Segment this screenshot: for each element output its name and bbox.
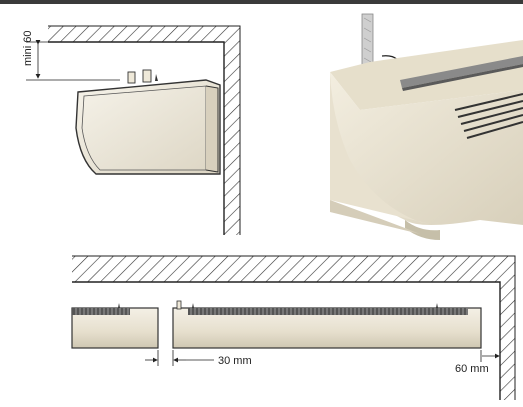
ceiling-hatch xyxy=(48,26,240,42)
wall-hatch-front xyxy=(500,282,515,400)
unit-side xyxy=(75,69,221,175)
wall-clearance-label: 60 mm xyxy=(455,363,489,375)
unit-front-left xyxy=(71,303,159,349)
ceiling-hatch-front xyxy=(72,256,515,282)
front-view: 30 mm 60 mm xyxy=(71,255,516,400)
side-view: mini 60 xyxy=(22,25,241,235)
clearance-label: mini 60 xyxy=(22,31,34,66)
unit-front-right xyxy=(172,300,482,349)
gap-label: 30 mm xyxy=(218,355,252,367)
top-bar xyxy=(0,0,523,4)
unit-bracket-photo xyxy=(330,13,523,240)
wall-hatch xyxy=(224,42,240,235)
